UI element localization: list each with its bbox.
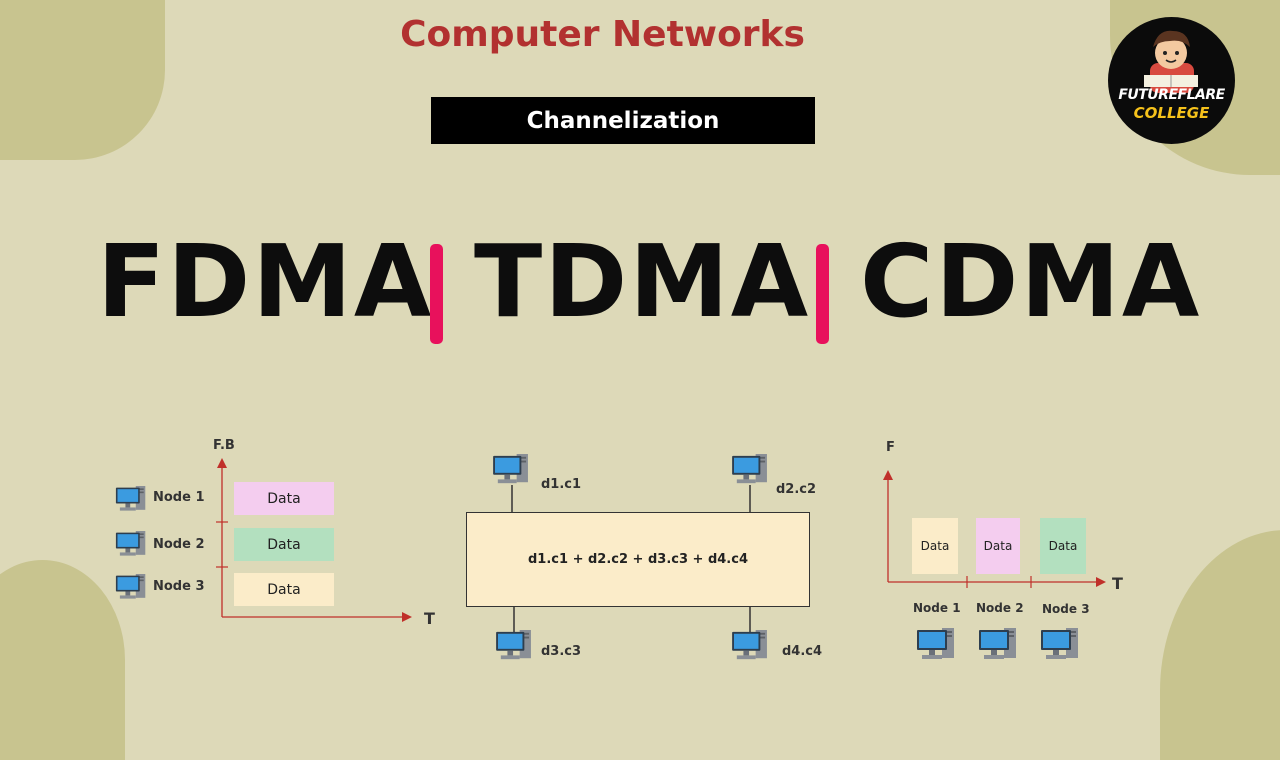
computer-icon bbox=[731, 630, 769, 662]
student-mascot-icon bbox=[1144, 30, 1198, 93]
decor-blob-bottom-left bbox=[0, 560, 125, 760]
computer-icon bbox=[115, 574, 147, 601]
big-heading: FDMA TDMA CDMA bbox=[0, 222, 1280, 344]
computer-icon bbox=[1040, 628, 1080, 662]
heading-word-cdma: CDMA bbox=[860, 223, 1202, 340]
tdma-data-box-2: Data bbox=[976, 518, 1020, 574]
fdma-data-box-1: Data bbox=[234, 482, 334, 515]
tdma-x-axis-label: T bbox=[1112, 574, 1123, 593]
cdma-node-d1-label: d1.c1 bbox=[541, 477, 582, 492]
cdma-node-d2-label: d2.c2 bbox=[776, 482, 817, 497]
decor-blob-top-left bbox=[0, 0, 165, 160]
computer-icon bbox=[115, 486, 147, 513]
college-logo: FUTUREFLARE COLLEGE bbox=[1108, 17, 1235, 144]
combined-signal-box: d1.c1 + d2.c2 + d3.c3 + d4.c4 bbox=[466, 512, 810, 607]
logo-line-2: COLLEGE bbox=[1133, 104, 1210, 122]
fdma-x-axis-label: T bbox=[424, 609, 435, 628]
heading-word-tdma: TDMA bbox=[474, 223, 811, 340]
tdma-node-1-label: Node 1 bbox=[913, 601, 961, 615]
fdma-node-3-label: Node 3 bbox=[153, 579, 205, 594]
heading-separator-1 bbox=[430, 244, 443, 344]
heading-separator-2 bbox=[816, 244, 829, 344]
fdma-data-box-3: Data bbox=[234, 573, 334, 606]
tdma-data-box-1: Data bbox=[912, 518, 958, 574]
tdma-node-3-label: Node 3 bbox=[1042, 602, 1090, 616]
combined-signal-text: d1.c1 + d2.c2 + d3.c3 + d4.c4 bbox=[528, 552, 748, 567]
subtitle-text: Channelization bbox=[526, 107, 720, 134]
subtitle-banner: Channelization bbox=[431, 97, 815, 144]
computer-icon bbox=[495, 630, 533, 662]
decor-blob-bottom-right bbox=[1160, 530, 1280, 760]
main-title: Computer Networks bbox=[400, 14, 805, 55]
cdma-node-d3-label: d3.c3 bbox=[541, 644, 582, 659]
computer-icon bbox=[978, 628, 1018, 662]
fdma-node-2-label: Node 2 bbox=[153, 537, 205, 552]
cdma-node-d4-label: d4.c4 bbox=[782, 644, 823, 659]
tdma-node-2-label: Node 2 bbox=[976, 601, 1024, 615]
tdma-data-box-3: Data bbox=[1040, 518, 1086, 574]
tdma-y-axis-label: F bbox=[886, 440, 895, 455]
fdma-data-box-2: Data bbox=[234, 528, 334, 561]
computer-icon bbox=[731, 454, 769, 486]
fdma-y-axis-label: F.B bbox=[213, 438, 235, 453]
computer-icon bbox=[916, 628, 956, 662]
heading-word-fdma: FDMA bbox=[97, 223, 434, 340]
computer-icon bbox=[115, 531, 147, 558]
computer-icon bbox=[492, 454, 530, 486]
logo-line-1: FUTUREFLARE bbox=[1118, 87, 1225, 103]
fdma-node-1-label: Node 1 bbox=[153, 490, 205, 505]
